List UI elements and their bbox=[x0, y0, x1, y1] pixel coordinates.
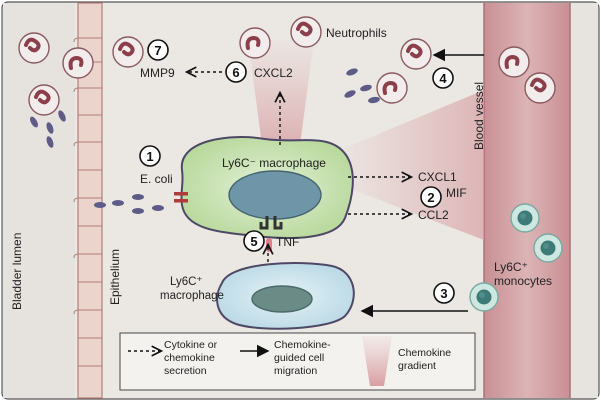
label-ccl2: CCL2 bbox=[418, 208, 449, 222]
ly6c-positive-macrophage bbox=[216, 238, 355, 330]
step-badge-6: 6 bbox=[225, 61, 247, 83]
label-mif: MIF bbox=[446, 186, 467, 200]
legend-gradient-swatch bbox=[362, 336, 392, 386]
label-cxcl1: CXCL1 bbox=[418, 170, 457, 184]
step-badge-4: 4 bbox=[432, 67, 454, 89]
step-badge-1: 1 bbox=[139, 145, 161, 167]
svg-text:5: 5 bbox=[250, 234, 257, 249]
label-ly6c-pos-monocytes-1: Ly6C⁺ bbox=[494, 260, 528, 274]
legend-migration-text-1: Chemokine- bbox=[274, 339, 331, 351]
step-badges: 1 2 3 4 5 6 7 bbox=[139, 39, 455, 304]
label-ly6c-pos-monocytes-2: monocytes bbox=[494, 274, 552, 288]
label-ecoli: E. coli bbox=[140, 172, 173, 186]
blood-vessel bbox=[483, 3, 598, 398]
svg-text:3: 3 bbox=[440, 286, 447, 301]
legend-gradient-text-2: gradient bbox=[398, 360, 436, 372]
legend-migration-text-3: migration bbox=[274, 365, 317, 377]
step-badge-7: 7 bbox=[147, 39, 169, 61]
label-epithelium: Epithelium bbox=[108, 249, 122, 305]
step-badge-5: 5 bbox=[243, 230, 265, 252]
label-ly6c-neg-macrophage: Ly6C⁻ macrophage bbox=[222, 156, 326, 170]
svg-text:6: 6 bbox=[232, 65, 239, 80]
legend: Cytokine or chemokine secretion Chemokin… bbox=[119, 332, 476, 391]
step-badge-2: 2 bbox=[420, 186, 442, 208]
legend-gradient-text-1: Chemokine bbox=[398, 347, 451, 359]
label-ly6c-pos-macrophage-2: macrophage bbox=[160, 290, 224, 302]
svg-text:1: 1 bbox=[146, 149, 153, 164]
svg-text:4: 4 bbox=[439, 71, 447, 86]
label-cxcl2: CXCL2 bbox=[254, 66, 293, 80]
legend-secretion-text-2: chemokine bbox=[164, 352, 215, 364]
legend-migration-text-2: guided cell bbox=[274, 352, 324, 364]
labels: Neutrophils MMP9 CXCL2 E. coli Ly6C⁻ mac… bbox=[10, 26, 552, 310]
arrows bbox=[188, 48, 484, 318]
label-tnf: TNF bbox=[276, 235, 299, 249]
label-bladder-lumen: Bladder lumen bbox=[10, 233, 24, 310]
svg-text:2: 2 bbox=[427, 190, 434, 205]
step-badge-3: 3 bbox=[433, 282, 455, 304]
label-blood-vessel: Blood vessel bbox=[472, 82, 486, 150]
svg-text:7: 7 bbox=[154, 43, 161, 58]
ly6c-negative-macrophage bbox=[174, 136, 354, 240]
label-neutrophils: Neutrophils bbox=[326, 26, 387, 40]
legend-secretion-text-3: secretion bbox=[164, 365, 207, 377]
legend-secretion-text-1: Cytokine or bbox=[164, 339, 218, 351]
label-ly6c-pos-macrophage-1: Ly6C⁺ bbox=[170, 276, 203, 288]
label-mmp9: MMP9 bbox=[140, 66, 175, 80]
